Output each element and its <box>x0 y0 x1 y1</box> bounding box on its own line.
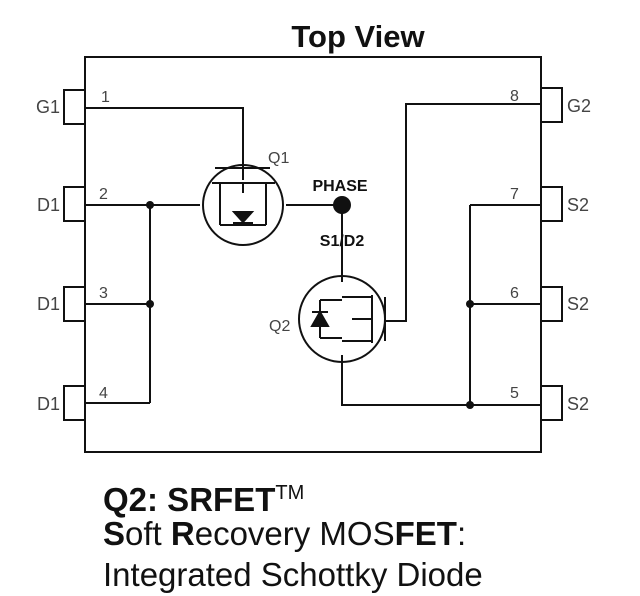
caption-tm-mark: TM <box>275 482 305 504</box>
pin-name-8: G2 <box>567 96 591 116</box>
s1d2-label: S1/D2 <box>320 233 365 250</box>
pin-tab-6 <box>540 286 563 322</box>
pin-tab-7 <box>540 186 563 222</box>
pin-tab-4 <box>63 385 86 421</box>
pin-tab-2 <box>63 186 86 222</box>
caption-r: R <box>170 515 195 552</box>
caption-line-soft-recovery: Soft Recovery MOSFET: <box>103 515 466 553</box>
pin-tab-1 <box>63 89 86 125</box>
pin-number-4: 4 <box>99 385 108 402</box>
pin-number-5: 5 <box>510 385 519 402</box>
package-body <box>84 56 542 453</box>
caption-oft: oft <box>125 515 171 552</box>
pin-number-2: 2 <box>99 186 108 203</box>
caption-line-schottky: Integrated Schottky Diode <box>103 556 483 593</box>
caption-srfet-text: Q2: SRFET <box>103 481 276 518</box>
pin-name-3: D1 <box>37 294 60 314</box>
q2-mosfet-symbol <box>298 275 386 363</box>
phase-node-dot <box>333 196 351 214</box>
pin-name-4: D1 <box>37 394 60 414</box>
pin-name-5: S2 <box>567 394 589 414</box>
caption-fet: FET <box>394 515 457 552</box>
pin-name-6: S2 <box>567 294 589 314</box>
q1-label: Q1 <box>268 150 289 167</box>
diagram-title: Top View <box>291 19 425 54</box>
pin-number-1: 1 <box>101 89 110 106</box>
phase-label: PHASE <box>312 178 367 195</box>
caption-colon: : <box>456 515 467 552</box>
pin-name-1: G1 <box>36 97 60 117</box>
pin-name-7: S2 <box>567 195 589 215</box>
junction-dots <box>146 196 474 409</box>
pin-tab-5 <box>540 385 563 421</box>
pin-number-3: 3 <box>99 285 108 302</box>
pin-number-6: 6 <box>510 285 519 302</box>
package-pinout-diagram: Top View G1 D1 D1 D1 G2 S2 S2 S2 1 2 3 4… <box>36 19 591 453</box>
q1-mosfet-symbol <box>202 164 284 246</box>
q2-label: Q2 <box>269 318 290 335</box>
circuit-wires <box>85 103 541 406</box>
pin-tab-8 <box>540 87 563 123</box>
caption-line-srfet: Q2: SRFETTM <box>103 474 304 519</box>
pin-tab-3 <box>63 286 86 322</box>
caption-ecovery-mos: ecovery MOS <box>194 515 395 552</box>
pin-name-2: D1 <box>37 195 60 215</box>
caption-s: S <box>103 515 126 552</box>
pin-number-7: 7 <box>510 186 519 203</box>
pin-number-8: 8 <box>510 88 519 105</box>
